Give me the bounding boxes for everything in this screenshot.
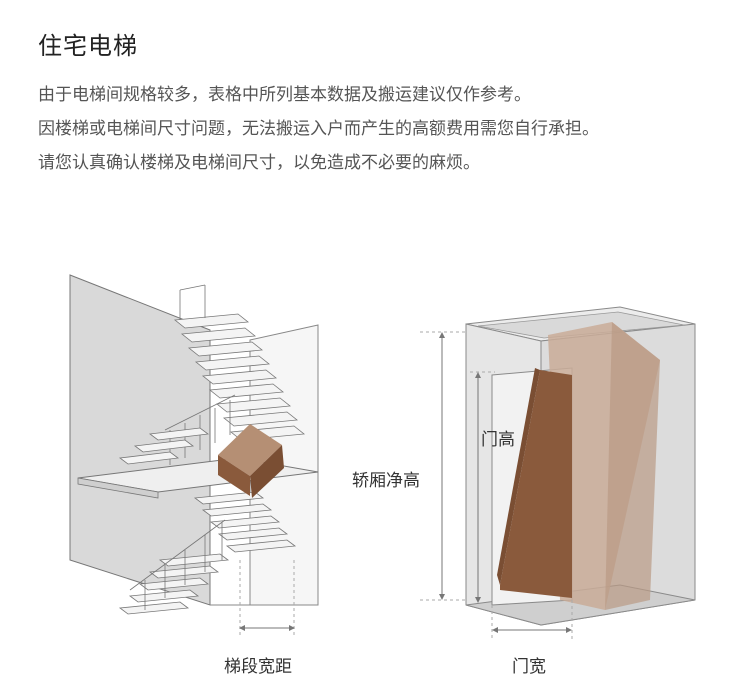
note-line: 因楼梯或电梯间尺寸问题，无法搬运入户而产生的高额费用需您自行承担。 <box>38 119 599 139</box>
furniture-box-stair <box>218 424 284 498</box>
door-width-label: 门宽 <box>512 657 546 677</box>
cabin-height-label: 轿厢净高 <box>352 466 420 491</box>
staircase-illustration <box>69 274 319 635</box>
furniture-box-elevator <box>497 322 660 610</box>
stair-width-label: 梯段宽距 <box>224 657 292 677</box>
note-line: 由于电梯间规格较多，表格中所列基本数据及搬运建议仅作参考。 <box>38 85 531 105</box>
upper-stair-flight <box>173 313 306 441</box>
elevator-illustration <box>420 306 696 640</box>
note-line: 请您认真确认楼梯及电梯间尺寸，以免造成不必要的麻烦。 <box>38 153 480 173</box>
door-height-label: 门高 <box>481 430 515 450</box>
notes-block: 由于电梯间规格较多，表格中所列基本数据及搬运建议仅作参考。 因楼梯或电梯间尺寸问… <box>38 78 599 180</box>
lower-stair-flight <box>118 427 297 615</box>
page-title: 住宅电梯 <box>38 32 138 60</box>
